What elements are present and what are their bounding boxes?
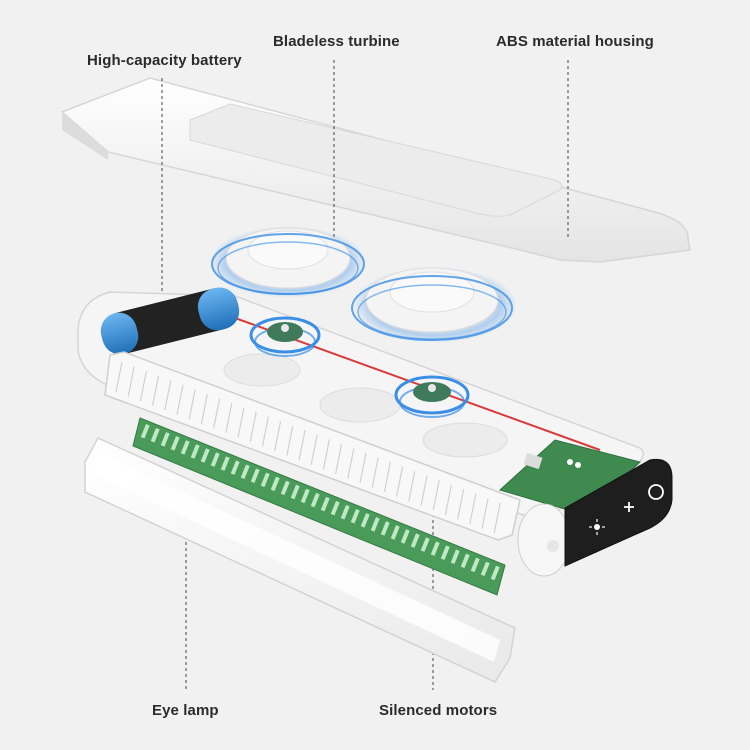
vent-slat [286, 425, 294, 456]
vent-slat [139, 370, 147, 402]
vent-slat [432, 480, 440, 511]
vent-slat [457, 489, 465, 520]
vent-slat [152, 375, 160, 406]
led-chip [370, 517, 380, 532]
circuit-board [499, 439, 641, 516]
top-housing-cover [60, 77, 691, 263]
control-panel [517, 458, 673, 577]
led-chip [320, 496, 330, 512]
turbine-label: Bladeless turbine [273, 33, 400, 50]
led-chip [360, 513, 370, 528]
led-chip [310, 492, 320, 508]
vent-slat [359, 452, 367, 484]
vent-slat [200, 393, 208, 424]
led-chip [390, 525, 400, 540]
led-chip [190, 444, 200, 459]
vent-slat [347, 448, 355, 479]
led-chip [160, 432, 170, 447]
wire [234, 317, 601, 451]
silenced-motor-right [394, 375, 470, 418]
led-chip [180, 440, 190, 455]
vent-slat [261, 416, 269, 447]
eye-lamp-panel [84, 437, 516, 683]
bladeless-turbine-right [351, 267, 517, 343]
vent-slat [188, 389, 196, 420]
battery-label: High-capacity battery [87, 52, 242, 69]
led-chip [460, 553, 470, 569]
led-chip [290, 484, 300, 500]
led-chip [150, 428, 160, 443]
vent-slat [213, 398, 221, 429]
led-chip [410, 533, 420, 548]
plus-icon[interactable] [624, 502, 634, 512]
vent-slat [383, 461, 391, 493]
vent-slat [481, 498, 489, 529]
led-chip [440, 545, 450, 560]
vent-slat [115, 361, 123, 393]
vent-slat [420, 475, 428, 506]
vent-slat [444, 484, 452, 515]
led-chip [170, 436, 180, 451]
led-chip [430, 541, 440, 556]
vent-slat [310, 434, 318, 465]
led-chip [200, 448, 210, 463]
vent-slat [469, 493, 477, 525]
housing-label: ABS material housing [496, 33, 654, 50]
power-icon[interactable] [648, 484, 664, 500]
vent-slat [249, 411, 257, 443]
vent-slat [127, 366, 135, 397]
silenced-motor-left [249, 316, 321, 357]
led-chip [220, 456, 230, 471]
vent-slat [493, 502, 501, 534]
led-strip [132, 417, 506, 596]
led-chip [400, 529, 410, 544]
led-chip [240, 464, 250, 479]
led-chip [140, 424, 150, 439]
vent-slat [164, 380, 172, 411]
vent-slat [298, 430, 306, 461]
vent-slat [408, 471, 416, 502]
vent-slat [274, 421, 282, 452]
led-chip [250, 468, 260, 484]
led-chip [210, 452, 220, 467]
vent-slat [322, 439, 330, 470]
led-chip [420, 537, 430, 552]
led-chip [330, 500, 340, 516]
vent-slat [176, 384, 184, 415]
brightness-icon[interactable] [589, 519, 605, 535]
vent-grille-frame [104, 351, 521, 541]
vent-slat [237, 407, 245, 438]
led-chip [380, 521, 390, 536]
led-chip [230, 460, 240, 475]
vent-slat [371, 457, 379, 488]
vent-slat [396, 466, 404, 497]
led-chip [490, 565, 500, 581]
led-chip [270, 476, 280, 492]
eye-lamp-label: Eye lamp [152, 702, 219, 719]
led-chip [450, 549, 460, 565]
bladeless-turbine-left [210, 226, 366, 298]
battery [100, 287, 240, 355]
led-chip [260, 472, 270, 488]
motors-label: Silenced motors [379, 702, 498, 719]
led-chip [280, 480, 290, 496]
led-chip [340, 505, 350, 520]
vent-slat [225, 402, 233, 434]
led-chip [480, 561, 490, 577]
vent-slat [335, 443, 343, 475]
led-chip [300, 488, 310, 504]
base-tray [77, 291, 645, 521]
led-chip [350, 509, 360, 524]
led-chip [470, 557, 480, 573]
